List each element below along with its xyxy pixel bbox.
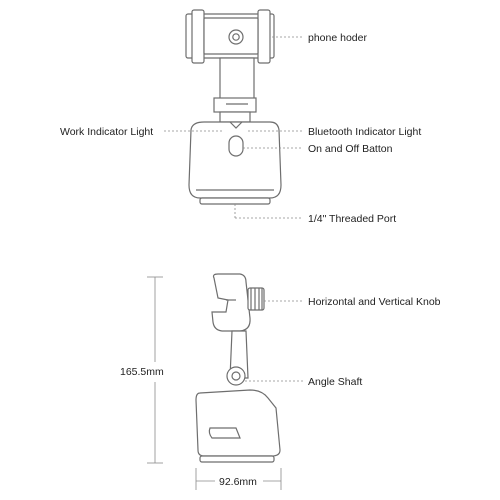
side-shaft: [229, 330, 249, 379]
front-view: [185, 9, 282, 205]
label-angle-shaft: Angle Shaft: [308, 376, 363, 388]
side-clamp: [211, 273, 251, 332]
label-work-indicator-light: Work Indicator Light: [60, 126, 154, 138]
label-bluetooth-indicator-light: Bluetooth Indicator Light: [308, 126, 422, 138]
front-leaders: [164, 36, 303, 219]
dimensions: [147, 276, 282, 490]
label-knob: Horizontal and Vertical Knob: [308, 296, 441, 308]
side-base: [195, 389, 281, 463]
label-threaded-port: 1/4" Threaded Port: [308, 213, 397, 225]
side-view: [195, 273, 281, 463]
side-leaders: [245, 300, 303, 382]
label-width-dimension: 92.6mm: [219, 476, 257, 488]
label-on-off-button: On and Off Batton: [308, 143, 393, 155]
angle-shaft-hub: [231, 371, 241, 381]
base-body: [188, 121, 282, 205]
vertical-arm: [213, 57, 257, 123]
knob-shape: [247, 287, 265, 311]
label-height-dimension: 165.5mm: [120, 366, 164, 378]
phone-holder-clamp: [185, 9, 275, 64]
power-button-shape: [228, 135, 244, 157]
label-phone-holder: phone hoder: [308, 32, 367, 44]
